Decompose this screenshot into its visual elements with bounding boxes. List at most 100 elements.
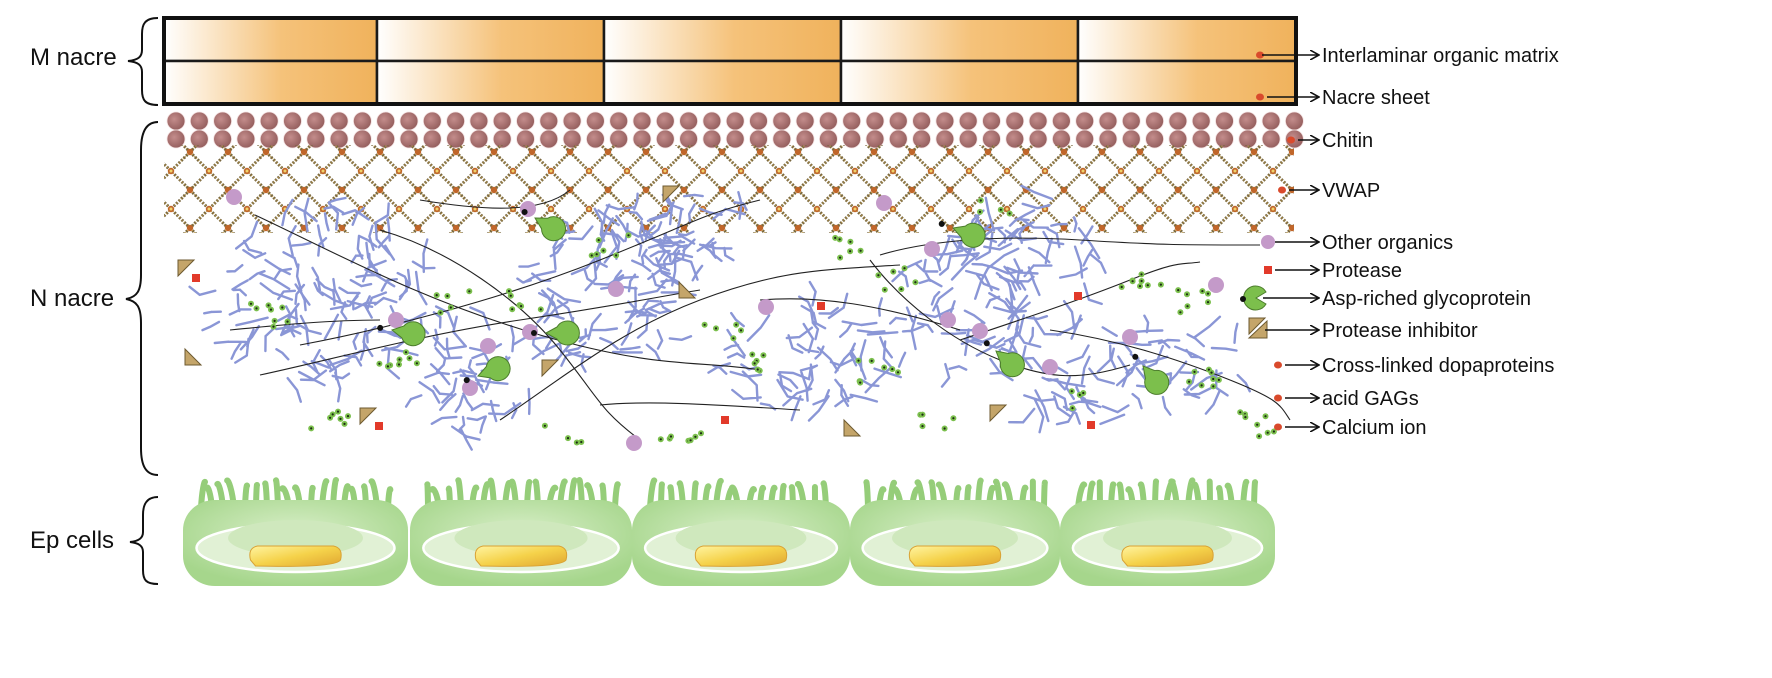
calcium-ion-core (539, 308, 542, 311)
calcium-ion-core (849, 250, 852, 253)
chitin-bead (352, 111, 372, 131)
calcium-ion-core (1138, 285, 1142, 288)
calcium-ion-core (914, 281, 917, 284)
network-strands (934, 184, 1107, 315)
calcium-ion-core (1206, 292, 1210, 295)
calcium-ion-core (566, 437, 570, 440)
other-organic-particle (608, 281, 624, 297)
calcium-ion-core (468, 290, 471, 293)
chitin-bead (283, 111, 302, 131)
calcium-ion-core (507, 290, 511, 293)
other-organic-particle (626, 435, 642, 451)
glycoprotein-body (534, 216, 567, 242)
protease-inhibitor-particle (359, 407, 378, 426)
chitin-bead (306, 111, 326, 131)
nacre-frame (162, 16, 1298, 106)
calcium-ion-core (999, 208, 1002, 211)
chitin-bead (1168, 111, 1188, 131)
legend-item-protease-inhibitor: Protease inhibitor (1247, 319, 1478, 342)
protease-particle (192, 274, 200, 282)
protease-inhibitor-particle (184, 347, 203, 366)
red-dot-icon (1274, 394, 1282, 402)
legend-item-calcium-ion: Calcium ion (1274, 417, 1426, 439)
calcium-ion-core (753, 362, 756, 365)
calcium-ion-core (943, 427, 946, 430)
chitin-bead (632, 111, 652, 131)
network-strands (404, 305, 538, 451)
gag-fiber (229, 319, 381, 331)
calcium-ion-core (1177, 289, 1180, 292)
calcium-ion-core (1159, 283, 1162, 286)
calcium-ion-core (1140, 273, 1143, 276)
calcium-ion-core (329, 416, 332, 419)
red-dot-icon (1274, 361, 1282, 369)
calcium-ion-core (597, 239, 600, 242)
chitin-bead (609, 111, 629, 131)
chitin-bead (399, 111, 419, 131)
calcium-ion-core (839, 256, 842, 259)
calcium-ion-core (1256, 423, 1259, 426)
calcium-ion-core (272, 325, 275, 328)
calcium-ion-core (859, 381, 862, 384)
glycoprotein-head (1132, 353, 1139, 360)
calcium-ion-core (281, 306, 284, 309)
legend-label: Nacre sheet (1322, 87, 1430, 109)
legend-item-chitin: Chitin (1287, 130, 1373, 152)
glycoprotein-head (521, 209, 528, 215)
calcium-ion-core (1193, 370, 1196, 373)
chitin-bead (539, 111, 559, 131)
chitin-bead (259, 111, 279, 131)
other-organic-particle (388, 312, 404, 328)
cell-nucleus (694, 545, 788, 567)
brace (129, 496, 159, 585)
calcium-ion-core (1206, 301, 1210, 304)
protease-inhibitor-particle (989, 404, 1008, 423)
chitin-bead (469, 111, 489, 131)
glycoprotein-particle (1132, 353, 1170, 395)
purple-circle-icon (1261, 235, 1275, 249)
protease-inhibitor-particle (843, 418, 862, 437)
region-n-nacre: N nacre (30, 121, 159, 476)
calcium-ion-core (269, 308, 273, 311)
gag-fiber (759, 298, 961, 331)
legend-label: Asp-riched glycoprotein (1322, 288, 1531, 310)
other-organic-particle (226, 189, 242, 205)
calcium-ion-core (900, 288, 903, 291)
calcium-ion-core (511, 308, 514, 311)
calcium-ion-core (1185, 293, 1189, 296)
chitin-bead (586, 111, 605, 131)
acid-gag-fibers (229, 189, 1291, 441)
calcium-ion-core (1212, 385, 1215, 388)
protease-inhibitor-particle (1248, 317, 1267, 336)
calcium-ion-core (449, 306, 452, 309)
calcium-ion-core (378, 362, 381, 365)
red-square-icon (1264, 266, 1272, 274)
calcium-ion-core (446, 294, 449, 298)
calcium-ion-core (1239, 411, 1242, 414)
region-label: M nacre (30, 44, 117, 71)
chitin-bead (958, 111, 978, 131)
dopaprotein-network-cluster (638, 191, 748, 282)
glycoprotein-body (477, 356, 511, 382)
red-dot-icon (1256, 51, 1264, 59)
legend-label: Protease (1322, 260, 1402, 282)
legend-icon-dot (1240, 296, 1246, 302)
other-organic-particle (940, 312, 956, 328)
chitin-bead (795, 111, 815, 131)
network-strands (707, 280, 907, 422)
nacre-tablet (162, 59, 379, 106)
legend-label: Other organics (1322, 232, 1453, 254)
gag-fiber (259, 289, 701, 376)
nacre-tablet (162, 16, 379, 63)
calcium-ion-core (590, 254, 593, 257)
nacre-tablet (375, 16, 606, 63)
chitin-bead (1052, 111, 1071, 131)
epithelial-cell (410, 477, 632, 586)
calcium-ion-core (952, 417, 955, 420)
dopaprotein-network-cluster (188, 196, 436, 403)
calcium-ion-core (1266, 431, 1269, 434)
gag-fiber (379, 229, 641, 441)
red-dot-icon (1256, 93, 1264, 101)
calcium-ion-core (343, 422, 346, 425)
cross-linked-network (188, 184, 1251, 451)
